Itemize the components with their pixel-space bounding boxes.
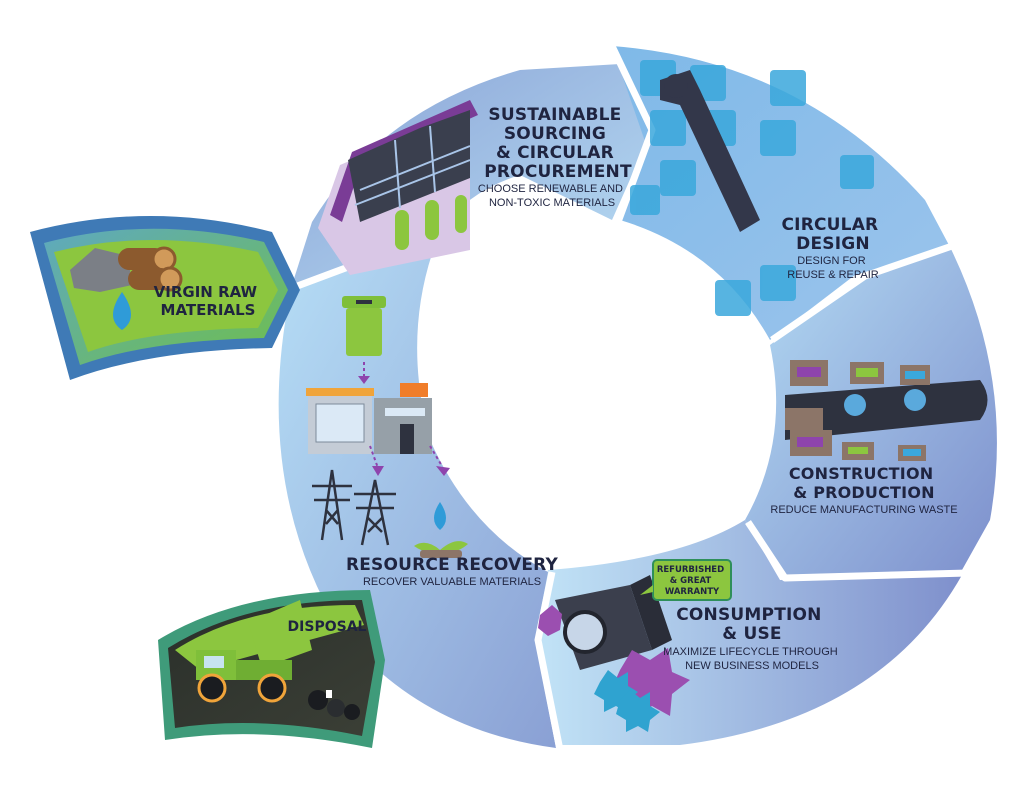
conveyor-icon	[785, 360, 988, 461]
consumption-desc-2: NEW BUSINESS MODELS	[685, 660, 819, 672]
sprout-drop-icon	[414, 502, 468, 558]
label-consumption: CONSUMPTION & USE MAXIMIZE LIFECYCLE THR…	[663, 605, 841, 672]
production-desc-1: REDUCE MANUFACTURING WASTE	[770, 504, 957, 516]
sourcing-desc-2: NON-TOXIC MATERIALS	[489, 197, 615, 209]
virgin-materials-tag: VIRGIN RAW MATERIALS	[30, 216, 300, 380]
logs-icon	[118, 246, 183, 292]
badge-line-2: & GREAT	[670, 576, 712, 586]
svg-text:CONSTRUCTION & PRODUCTIO: CONSTRUCTION & PRODUCTION	[789, 464, 939, 502]
design-desc-1: DESIGN FOR	[797, 255, 866, 267]
sourcing-title-4: PROCUREMENT	[484, 162, 632, 182]
appliance-gears-icon	[538, 575, 690, 732]
badge-line-1: REFURBISHED	[657, 565, 724, 575]
svg-text:CIRCULAR DESIGN: CIRCULAR DESIGN	[782, 215, 885, 254]
sourcing-title-2: SOURCING	[504, 124, 606, 144]
design-title-1: CIRCULAR	[782, 215, 879, 235]
production-title-1: CONSTRUCTION	[789, 464, 934, 483]
disposal-tag: DISPOSAL	[158, 590, 385, 748]
svg-text:DISPOSAL: DISPOSAL	[288, 619, 367, 635]
production-title-2: & PRODUCTION	[793, 483, 934, 502]
disposal-label: DISPOSAL	[288, 619, 367, 635]
svg-text:SUSTAINABLE SOURCING: SUSTAINABLE SOURCING & CIRCULAR PROCUREM…	[484, 105, 632, 182]
recovery-desc-1: RECOVER VALUABLE MATERIALS	[363, 576, 541, 588]
sourcing-desc-1: CHOOSE RENEWABLE AND	[478, 183, 623, 195]
label-design: CIRCULAR DESIGN DESIGN FOR REUSE & REPAI…	[782, 215, 885, 281]
virgin-label-line-2: MATERIALS	[161, 301, 256, 319]
factory-icon	[306, 383, 432, 454]
svg-text:REFURBISHED & GREAT: REFURBISHED & GREAT WARRANTY	[657, 565, 727, 597]
svg-text:CHOOSE RENEWABLE AND NON: CHOOSE RENEWABLE AND NON-TOXIC MATERIALS	[478, 183, 626, 209]
water-drop-icon	[113, 292, 131, 330]
consumption-desc-1: MAXIMIZE LIFECYCLE THROUGH	[663, 646, 838, 658]
design-desc-2: REUSE & REPAIR	[787, 269, 879, 281]
ring-center	[457, 225, 745, 513]
power-tower-icon	[312, 469, 396, 546]
consumption-title-1: CONSUMPTION	[676, 605, 821, 625]
label-sourcing: SUSTAINABLE SOURCING & CIRCULAR PROCUREM…	[478, 105, 632, 209]
svg-text:VIRGIN RAW MATERIALS: VIRGIN RAW MATERIALS	[154, 283, 263, 319]
puzzle-wrench-icon	[630, 60, 874, 316]
recovery-title-1: RESOURCE RECOVERY	[346, 555, 559, 575]
svg-text:DESIGN FOR REUSE & REPAI: DESIGN FOR REUSE & REPAIR	[787, 255, 879, 281]
svg-text:RECOVER VALUABLE MATERIALS: RECOVER VALUABLE MATERIALS	[363, 576, 541, 588]
label-recovery: RESOURCE RECOVERY RECOVER VALUABLE MATER…	[346, 555, 559, 588]
trash-bags-icon	[308, 690, 360, 720]
virgin-label-line-1: VIRGIN RAW	[154, 283, 258, 301]
label-production: CONSTRUCTION & PRODUCTION REDUCE MANUFAC…	[770, 464, 957, 516]
sourcing-title-1: SUSTAINABLE	[488, 105, 621, 125]
sourcing-title-3: & CIRCULAR	[496, 143, 614, 163]
refurbished-badge: REFURBISHED & GREAT WARRANTY	[640, 559, 732, 601]
rock-icon	[70, 248, 132, 292]
svg-text:RESOURCE RECOVERY: RESOURCE RECOVERY	[346, 555, 559, 575]
svg-text:REDUCE MANUFACTURING WASTE: REDUCE MANUFACTURING WASTE	[770, 504, 957, 516]
svg-text:MAXIMIZE LIFECYCLE THROUGH: MAXIMIZE LIFECYCLE THROUGH NEW BUSINESS …	[663, 646, 841, 672]
design-title-2: DESIGN	[796, 234, 870, 254]
bin-icon	[342, 296, 386, 356]
svg-text:CONSUMPTION & USE: CONSUMPTION & USE	[676, 605, 828, 644]
recovery-illustration	[306, 296, 468, 558]
dump-truck-icon	[196, 600, 312, 703]
consumption-title-2: & USE	[722, 624, 781, 644]
solar-house-icon	[318, 100, 478, 275]
badge-line-3: WARRANTY	[665, 587, 720, 597]
